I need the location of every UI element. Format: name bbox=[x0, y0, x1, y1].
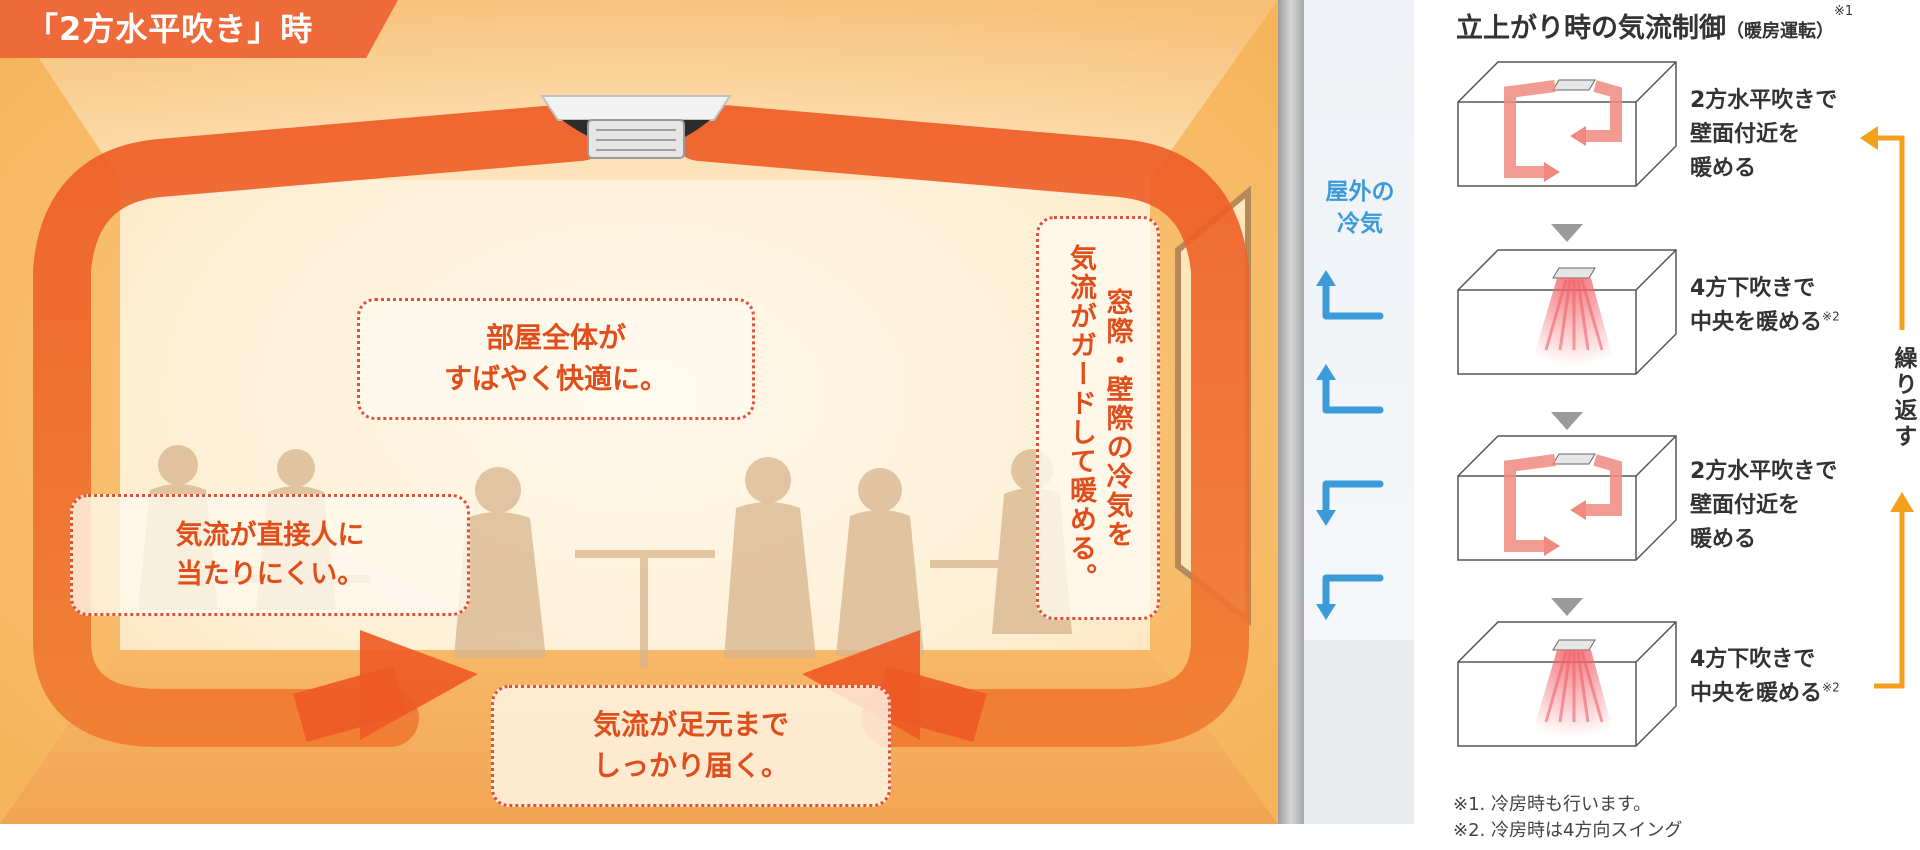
step-ceiling-unit bbox=[1552, 267, 1596, 279]
startup-title-sub: （暖房運転） bbox=[1726, 21, 1834, 42]
callout-window-guard: 窓際・壁際の冷気を 気流がガードして暖める。 bbox=[1036, 216, 1160, 620]
footnote-1: ※1. 冷房時も行います。 bbox=[1453, 794, 1652, 815]
repeat-arrow bbox=[1874, 135, 1905, 689]
startup-title-main: 立上がり時の気流制御 bbox=[1456, 13, 1726, 44]
step-3-line-1: 2方水平吹きで bbox=[1690, 459, 1838, 484]
step-airflow-ray bbox=[1558, 279, 1572, 351]
step-4-line-1: 4方下吹きで bbox=[1690, 647, 1816, 672]
callout-airflow-to-feet: 気流が足元まで しっかり届く。 bbox=[491, 685, 891, 807]
startup-airflow-title: 立上がり時の気流制御（暖房運転）※1 bbox=[1456, 4, 1854, 45]
repeat-arrowhead-left bbox=[1860, 126, 1878, 150]
cold-air-arrowheads bbox=[1316, 270, 1336, 620]
step-4-line-2-text: 中央を暖める bbox=[1690, 681, 1823, 707]
step-airflow-ray bbox=[1576, 279, 1590, 351]
step-1-text: 2方水平吹きで 壁面付近を 暖める bbox=[1690, 84, 1880, 186]
step-airflow-left bbox=[1504, 454, 1556, 552]
outdoor-ground bbox=[1304, 640, 1414, 824]
callout-window-line-1: 窓際・壁際の冷気を bbox=[1101, 287, 1133, 549]
step-4-box bbox=[1457, 621, 1677, 747]
callout-feet-line-2: しっかり届く。 bbox=[592, 749, 789, 782]
airflow-arrow-stem-right bbox=[873, 665, 987, 743]
callout-no-direct-airflow: 気流が直接人に 当たりにくい。 bbox=[70, 494, 470, 616]
outdoor-cold-air-label: 屋外の 冷気 bbox=[1318, 176, 1402, 240]
step-2-note: ※2 bbox=[1822, 309, 1840, 324]
step-2-line-2-text: 中央を暖める bbox=[1690, 310, 1823, 336]
outdoor-label-line-2: 冷気 bbox=[1337, 211, 1383, 238]
step-ceiling-unit bbox=[1552, 639, 1596, 651]
wall-section bbox=[1278, 0, 1304, 824]
startup-title-note: ※1 bbox=[1834, 4, 1854, 19]
step-ceiling-unit bbox=[1552, 453, 1596, 465]
step-4-line-2: 中央を暖める※2 bbox=[1690, 677, 1880, 711]
airflow-loop bbox=[33, 103, 609, 747]
step-1-line-1: 2方水平吹きで bbox=[1690, 88, 1838, 113]
step-3-line-3: 暖める bbox=[1690, 527, 1757, 553]
step-2-line-1: 4方下吹きで bbox=[1690, 276, 1816, 301]
step-3-box bbox=[1457, 435, 1677, 561]
repeat-label: 繰り返す bbox=[1884, 340, 1920, 456]
step-3-text: 2方水平吹きで 壁面付近を 暖める bbox=[1690, 455, 1880, 557]
ceiling-cassette-unit bbox=[540, 95, 732, 159]
step-airflow-ray bbox=[1544, 651, 1568, 723]
step-down-arrows bbox=[1551, 224, 1583, 616]
mode-title: 「2方水平吹き」時 bbox=[0, 0, 398, 58]
step-ceiling-unit bbox=[1552, 79, 1596, 91]
step-2-text: 4方下吹きで 中央を暖める※2 bbox=[1690, 272, 1880, 340]
step-1-line-2: 壁面付近を bbox=[1690, 122, 1801, 148]
step-1-box bbox=[1457, 61, 1677, 187]
step-airflow-arrowhead bbox=[1570, 126, 1586, 146]
callout-window-line-2: 気流がガードして暖める。 bbox=[1065, 244, 1096, 592]
step-airflow-ray bbox=[1558, 651, 1572, 723]
cold-air-arrows bbox=[1322, 280, 1384, 610]
callout-room-line-2: すばやく快適に。 bbox=[443, 362, 668, 395]
airflow-loop-right bbox=[671, 103, 1249, 747]
step-diagrams bbox=[1457, 61, 1677, 747]
callout-room-comfort: 部屋全体が すばやく快適に。 bbox=[357, 298, 755, 420]
step-airflow-ray bbox=[1580, 651, 1604, 723]
step-4-text: 4方下吹きで 中央を暖める※2 bbox=[1690, 643, 1880, 711]
step-2-box bbox=[1457, 249, 1677, 375]
step-airflow-right bbox=[1582, 454, 1622, 516]
step-airflow-ray bbox=[1580, 279, 1604, 351]
step-2-line-2: 中央を暖める※2 bbox=[1690, 306, 1880, 340]
callout-direct-line-1: 気流が直接人に bbox=[175, 519, 365, 551]
step-airflow-arrowhead bbox=[1544, 536, 1560, 556]
callout-feet-line-1: 気流が足元まで bbox=[592, 708, 789, 742]
repeat-arrowhead-bottom-up bbox=[1890, 492, 1914, 512]
outdoor-label-line-1: 屋外の bbox=[1325, 179, 1395, 205]
step-airflow-right bbox=[1582, 80, 1622, 142]
step-4-note: ※2 bbox=[1822, 680, 1840, 695]
step-airflow-ray bbox=[1544, 279, 1568, 351]
step-airflow-ray bbox=[1576, 651, 1590, 723]
step-airflow-left bbox=[1504, 80, 1556, 178]
step-airflow-arrowhead bbox=[1544, 162, 1560, 182]
footnotes: ※1. 冷房時も行います。 ※2. 冷房時は4方向スイング bbox=[1453, 792, 1682, 844]
step-1-line-3: 暖める bbox=[1690, 156, 1757, 182]
callout-room-line-1: 部屋全体が bbox=[485, 321, 626, 355]
callout-direct-line-2: 当たりにくい。 bbox=[175, 559, 365, 590]
step-airflow-arrowhead bbox=[1570, 500, 1586, 520]
footnote-2: ※2. 冷房時は4方向スイング bbox=[1453, 820, 1683, 842]
airflow-arrow-stem-left bbox=[293, 665, 407, 743]
step-3-line-2: 壁面付近を bbox=[1690, 493, 1801, 519]
